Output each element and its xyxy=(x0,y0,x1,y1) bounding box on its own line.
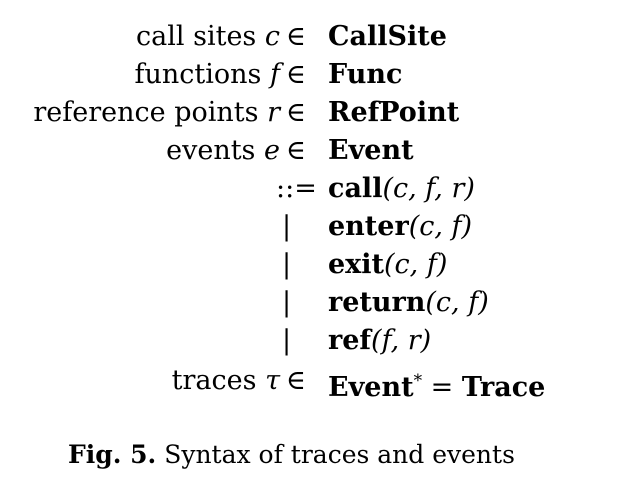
constructor-args: (c, f, r) xyxy=(382,173,475,204)
alternative-bar: | xyxy=(282,325,292,356)
metavariable: c xyxy=(264,21,280,52)
category-label: events xyxy=(166,135,256,166)
constructor-name: call xyxy=(328,173,383,204)
constructor-name: return xyxy=(328,287,426,318)
constructor-args: (c, f) xyxy=(384,249,448,280)
production-rhs: exit(c, f) xyxy=(328,246,447,284)
constructor-name: exit xyxy=(328,249,385,280)
row-lhs: reference points r xyxy=(33,94,280,132)
figure-caption: Fig. 5. Syntax of traces and events xyxy=(68,438,515,472)
set-name: Event xyxy=(328,135,414,166)
category-label: traces xyxy=(171,365,257,396)
grammar-row-call: ::= call(c, f, r) xyxy=(0,170,634,208)
membership-symbol: ∈ xyxy=(286,365,306,396)
set-name: Trace xyxy=(461,372,546,403)
grammar-row-ref: | ref(f, r) xyxy=(0,322,634,360)
set-name: RefPoint xyxy=(328,97,460,128)
category-label: call sites xyxy=(136,21,257,52)
grammar-row-func: functions f ∈ Func xyxy=(0,56,634,94)
constructor-args: (c, f) xyxy=(408,211,473,242)
membership-symbol: ∈ xyxy=(286,135,306,166)
set-name: Func xyxy=(328,59,403,90)
alternative-bar: | xyxy=(282,211,292,242)
constructor-args: (f, r) xyxy=(371,325,432,356)
equals-sign: = xyxy=(430,372,454,403)
grammar-row-enter: | enter(c, f) xyxy=(0,208,634,246)
constructor-name: ref xyxy=(328,325,372,356)
membership-symbol: ∈ xyxy=(286,21,306,52)
production-rhs: ref(f, r) xyxy=(328,322,431,360)
metavariable: f xyxy=(270,59,280,90)
set-name: CallSite xyxy=(328,21,447,52)
metavariable: e xyxy=(264,135,280,166)
membership-symbol: ∈ xyxy=(286,59,306,90)
metavariable: τ xyxy=(265,365,280,396)
grammar-row-event: events e ∈ Event xyxy=(0,132,634,170)
trace-definition: Event* = Trace xyxy=(328,362,545,407)
production-rhs: return(c, f) xyxy=(328,284,489,322)
caption-text: Syntax of traces and events xyxy=(164,440,515,469)
constructor-args: (c, f) xyxy=(425,287,489,318)
figure-label: Fig. 5. xyxy=(68,440,157,469)
grammar-row-callsite: call sites c ∈ CallSite xyxy=(0,18,634,56)
membership-symbol: ∈ xyxy=(286,97,306,128)
row-lhs: functions f xyxy=(135,56,280,94)
alternative-bar: | xyxy=(282,249,292,280)
grammar-row-exit: | exit(c, f) xyxy=(0,246,634,284)
production-rhs: call(c, f, r) xyxy=(328,170,475,208)
constructor-name: enter xyxy=(328,211,409,242)
row-lhs: call sites c xyxy=(136,18,280,56)
category-label: functions xyxy=(134,59,262,90)
kleene-star: * xyxy=(413,371,423,391)
alternative-bar: | xyxy=(282,287,292,318)
grammar-row-refpoint: reference points r ∈ RefPoint xyxy=(0,94,634,132)
row-lhs: traces τ xyxy=(172,362,280,400)
metavariable: r xyxy=(267,97,280,128)
grammar-row-return: | return(c, f) xyxy=(0,284,634,322)
production-symbol: ::= xyxy=(276,173,317,204)
production-rhs: enter(c, f) xyxy=(328,208,472,246)
row-lhs: events e xyxy=(166,132,280,170)
set-name: Event xyxy=(328,372,414,403)
grammar-row-traces: traces τ ∈ Event* = Trace xyxy=(0,362,634,403)
category-label: reference points xyxy=(33,97,259,128)
